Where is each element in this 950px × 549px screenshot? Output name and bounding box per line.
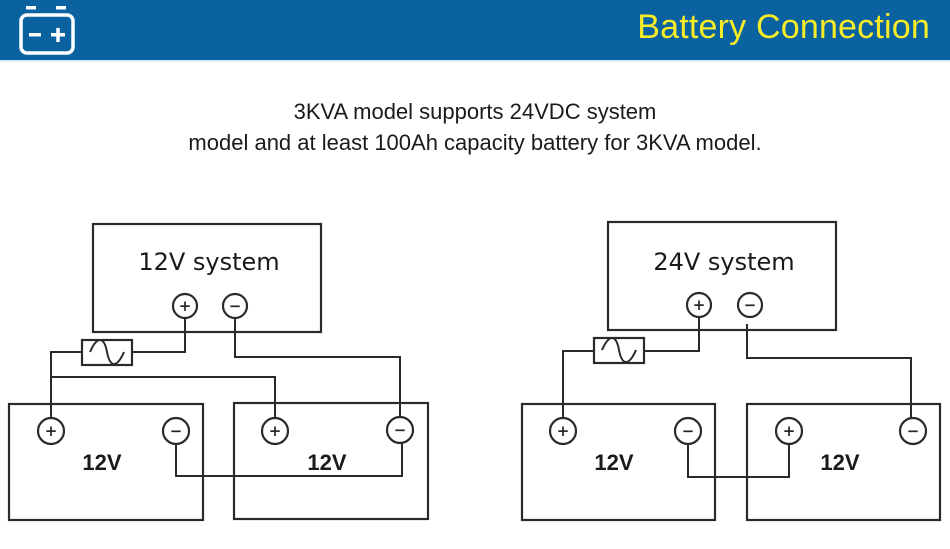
fuse-icon [80, 338, 134, 367]
system-box-24v [606, 220, 838, 332]
battery-box [520, 402, 717, 522]
system-label: 12V system [138, 248, 279, 276]
svg-text:+: + [179, 297, 192, 315]
svg-text:+: + [269, 422, 282, 440]
caption-line-2: model and at least 100Ah capacity batter… [188, 130, 762, 155]
svg-text:+: + [693, 296, 706, 314]
positive-terminal: + [685, 291, 713, 319]
svg-text:+: + [557, 422, 570, 440]
fuse-icon [592, 336, 646, 365]
svg-text:−: − [394, 421, 407, 439]
header-bar: Battery Connection [0, 0, 950, 62]
positive-terminal: + [260, 416, 290, 446]
wire [51, 376, 276, 430]
negative-terminal: − [221, 292, 249, 320]
battery-box [745, 402, 942, 522]
wire [175, 444, 403, 477]
negative-terminal: − [673, 416, 703, 446]
positive-terminal: + [774, 416, 804, 446]
battery-icon [19, 6, 75, 55]
system-box-12v [91, 222, 323, 334]
battery-label: 12V [307, 450, 346, 475]
diagram-series: 24V system 12V 12V + − + − + − [520, 220, 942, 522]
negative-terminal: − [898, 416, 928, 446]
battery-label: 12V [82, 450, 121, 475]
wire [644, 316, 700, 352]
positive-terminal: + [548, 416, 578, 446]
svg-text:−: − [682, 422, 695, 440]
wire [746, 324, 912, 430]
positive-terminal: + [171, 292, 199, 320]
battery-box [232, 401, 430, 521]
negative-terminal: − [161, 416, 191, 446]
positive-terminal: + [36, 416, 66, 446]
negative-terminal: − [385, 415, 415, 445]
battery-label: 12V [594, 450, 633, 475]
wire [132, 318, 186, 353]
system-label: 24V system [653, 248, 794, 276]
svg-text:−: − [907, 422, 920, 440]
svg-text:−: − [744, 296, 757, 314]
caption: 3KVA model supports 24VDC system model a… [0, 96, 950, 158]
wire [234, 318, 401, 430]
diagram-parallel: 12V system 12V 12V + − + − + − [7, 222, 430, 522]
battery-box [7, 402, 205, 522]
page-title: Battery Connection [637, 8, 930, 46]
negative-terminal: − [736, 291, 764, 319]
battery-label: 12V [820, 450, 859, 475]
wire [687, 444, 790, 478]
svg-text:−: − [170, 422, 183, 440]
svg-text:+: + [45, 422, 58, 440]
svg-text:−: − [229, 297, 242, 315]
caption-line-1: 3KVA model supports 24VDC system [293, 99, 657, 124]
svg-text:+: + [783, 422, 796, 440]
